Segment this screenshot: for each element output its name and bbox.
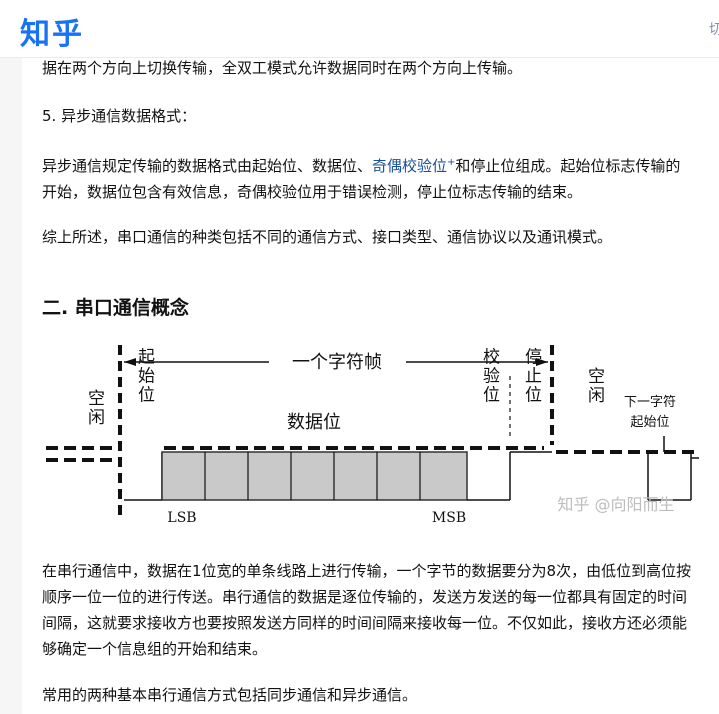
- paragraph-serial-comm: 在串行通信中，数据在1位宽的单条线路上进行传输，一个字节的数据要分为8次，由低位…: [42, 562, 692, 658]
- data-bits-block: [161, 451, 468, 501]
- paragraph-common-modes: 常用的两种基本串行通信方式包括同步通信和异步通信。: [42, 686, 418, 704]
- parity-bit-link[interactable]: 奇偶校验位+: [372, 157, 455, 175]
- header-cut-off-text[interactable]: 切: [709, 22, 719, 38]
- section-title: 二. 串口通信概念: [42, 297, 189, 319]
- parity-bit-link-text[interactable]: 奇偶校验位: [372, 157, 448, 175]
- uart-frame-diagram: 一个字符帧 空闲 起始位 数据位 校验位 停止位 空闲 下一字符 起始位 LSB…: [46, 345, 699, 525]
- watermark: 知乎 @向阳而生: [557, 495, 674, 514]
- heading-async-format: 5. 异步通信数据格式：: [42, 107, 197, 125]
- next-start-label-1: 下一字符: [624, 394, 676, 410]
- link-mark: +: [447, 157, 456, 168]
- parity-bit-label: 校验位: [479, 347, 500, 404]
- stop-bit-label: 停止位: [521, 347, 542, 404]
- start-bit-label: 起始位: [134, 347, 155, 404]
- frame-label: 一个字符帧: [292, 352, 382, 373]
- msb-label: MSB: [432, 510, 466, 525]
- article-body: 据在两个方向上切换传输，全双工模式允许数据同时在两个方向上传输。 5. 异步通信…: [22, 0, 719, 714]
- paragraph-async-text-1: 异步通信规定传输的数据格式由起始位、数据位、: [42, 157, 373, 175]
- idle-label-right: 空闲: [584, 367, 604, 405]
- paragraph-summary: 综上所述，串口通信的种类包括不同的通信方式、接口类型、通信协议以及通讯模式。: [42, 228, 613, 246]
- next-start-label-2: 起始位: [630, 415, 669, 430]
- lsb-label: LSB: [167, 510, 196, 525]
- paragraph-async-text-2: 和停止位组成。起始位标志传输的开始，数据位包含有效信息，奇偶校验位用于错误检测，…: [42, 157, 681, 201]
- data-bits-label: 数据位: [287, 412, 341, 433]
- zhihu-logo[interactable]: 知乎: [20, 17, 84, 52]
- top-bar: 知乎 切: [0, 0, 719, 58]
- paragraph-async-format: 异步通信规定传输的数据格式由起始位、数据位、奇偶校验位+和停止位组成。起始位标志…: [42, 150, 694, 205]
- paragraph-duplex: 据在两个方向上切换传输，全双工模式允许数据同时在两个方向上传输。: [42, 59, 523, 77]
- idle-label-left: 空闲: [84, 389, 104, 427]
